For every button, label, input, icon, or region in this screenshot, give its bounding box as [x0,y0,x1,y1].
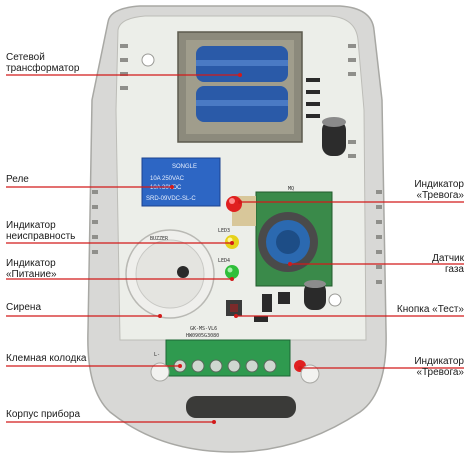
label-health-indicator-line1: Индикатор [6,220,56,231]
label-terminal-block: Клемная колодка [6,353,87,364]
label-alarm-indicator-bottom-line2: «Тревога» [416,367,464,378]
label-alarm-indicator-bottom: Индикатор «Тревога» [414,356,464,378]
mount-post [150,362,170,382]
label-gas-sensor: Датчик газа [432,253,464,275]
siren: BUZZER [125,229,215,319]
led-red-top [226,196,242,212]
label-siren: Сирена [6,302,42,313]
module-label: MQ [288,186,294,192]
label-power-indicator-line2: «Питание» [6,269,57,280]
relay-rating: SRD-09VDC-SL-C [146,196,196,202]
relay-spec-1: 10A 250VAC [150,176,185,182]
label-alarm-indicator-bottom-line1: Индикатор [414,356,464,367]
label-relay: Реле [6,174,29,185]
diode-bridge [306,78,320,118]
terminal-block: L- [154,339,291,377]
label-test-button: Кнопка «Тест» [396,304,464,315]
board-model: GK-MS-VL6 [190,326,217,332]
led-green [225,265,239,279]
label-alarm-indicator-top: Индикатор «Тревога» [414,179,464,201]
test-button [226,300,242,316]
transformer [177,31,303,143]
vent-slots [92,44,382,284]
label-power-indicator: Индикатор «Питание» [6,258,57,280]
label-health-indicator-line2: неисправность [6,231,76,242]
buzzer-label: BUZZER [150,236,169,242]
label-health-indicator: Индикатор неисправность [6,220,75,242]
label-power-indicator-line1: Индикатор [6,258,56,269]
label-transformer: Сетевой трансформатор [6,52,79,74]
mount-post [300,364,320,384]
relay-spec-2: 10A 30VDC [150,185,182,191]
housing-window [186,396,296,418]
leader-lines [6,73,464,424]
label-housing: Корпус прибора [6,409,81,420]
relay-brand: SONGLE [172,164,197,170]
label-transformer-line2: трансформатор [6,63,80,74]
screw-hole [141,53,155,67]
board-serial: HW0905G3080 [186,333,219,339]
label-gas-sensor-line2: газа [444,264,464,275]
label-alarm-indicator-top-line2: «Тревога» [416,190,464,201]
led-label-3: LED4 [218,258,230,264]
terminal-label: L- [154,352,160,358]
capacitor-top [322,117,346,156]
label-transformer-line1: Сетевой [6,52,45,63]
label-alarm-indicator-top-line1: Индикатор [414,179,464,190]
label-gas-sensor-line1: Датчик [432,253,464,264]
small-components [254,292,290,322]
relay: SONGLE 10A 250VAC 10A 30VDC SRD-09VDC-SL… [141,157,221,207]
screw-hole [328,293,342,307]
led-label-2: LED3 [218,228,230,234]
capacitor-bottom [304,280,326,310]
gas-sensor-module: MQ [232,186,333,287]
